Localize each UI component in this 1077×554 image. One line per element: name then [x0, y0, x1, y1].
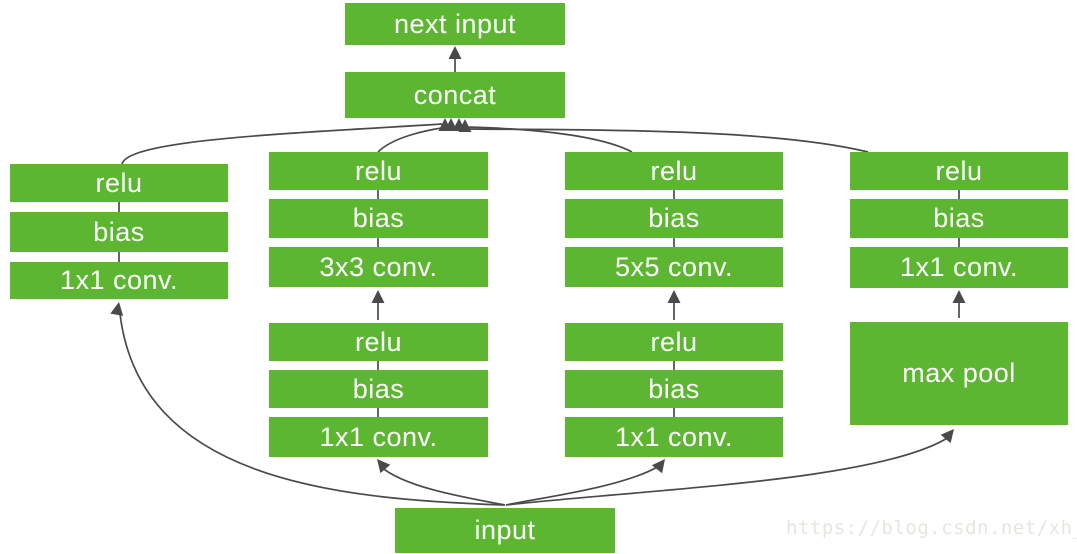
- branch2-top-relu: relu: [269, 152, 488, 190]
- branch3-top-relu: relu: [565, 152, 783, 190]
- branch4-max-pool: max pool: [850, 322, 1068, 425]
- branch2-conv-3x3: 3x3 conv.: [269, 247, 488, 287]
- branch3-bottom-bias: bias: [565, 370, 783, 408]
- arrow-input-to-branch4: [505, 436, 950, 506]
- branch4-relu: relu: [850, 152, 1068, 190]
- branch1-conv-1x1: 1x1 conv.: [10, 262, 228, 299]
- branch3-bottom-relu: relu: [565, 323, 783, 361]
- arrow-input-to-branch3: [505, 464, 662, 506]
- bran3-top-bias: bias: [565, 199, 783, 238]
- branch4-conv-1x1: 1x1 conv.: [850, 247, 1068, 288]
- arrow-input-to-branch1: [119, 313, 505, 506]
- branch4-bias: bias: [850, 199, 1068, 238]
- node-input: input: [395, 508, 615, 553]
- branch2-bottom-relu: relu: [269, 323, 488, 361]
- branch3-conv-1x1: 1x1 conv.: [565, 417, 783, 457]
- node-next-input: next input: [345, 3, 565, 45]
- branch1-relu: relu: [10, 164, 228, 202]
- arrow-branch1-to-concat: [121, 123, 443, 165]
- arrowheads: [110, 46, 966, 474]
- arrow-branch4-to-concat: [466, 128, 869, 153]
- branch1-bias: bias: [10, 212, 228, 252]
- arrow-input-to-branch2: [379, 465, 506, 506]
- watermark-url: https://blog.csdn.net/xh_hit: [786, 517, 1077, 539]
- branch2-top-bias: bias: [269, 199, 488, 238]
- branch3-conv-5x5: 5x5 conv.: [565, 247, 783, 287]
- arrow-branch3-to-concat: [461, 126, 633, 153]
- arrow-branch2-to-concat: [377, 126, 450, 153]
- branch2-conv-1x1: 1x1 conv.: [269, 417, 488, 457]
- node-concat: concat: [345, 72, 565, 118]
- branch2-bottom-bias: bias: [269, 370, 488, 408]
